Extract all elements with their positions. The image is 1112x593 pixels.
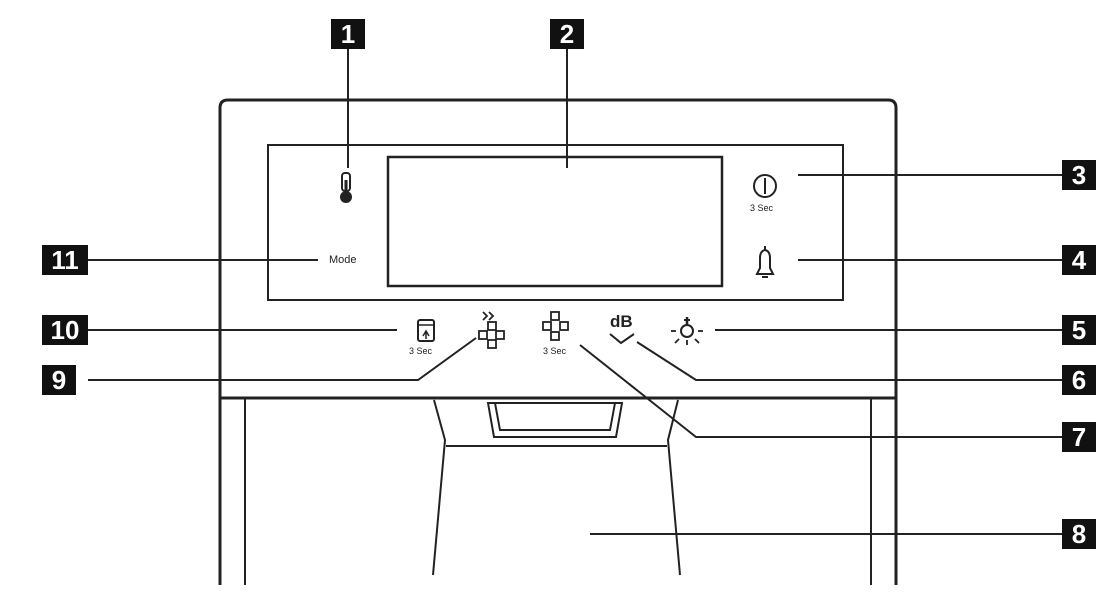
callout-5: 5 <box>1062 315 1096 345</box>
callout-leaders <box>88 48 1062 535</box>
callout-3: 3 <box>1062 160 1096 190</box>
child-lock-icon[interactable] <box>417 319 435 342</box>
callout-11: 11 <box>42 245 88 275</box>
decibel-icon[interactable] <box>609 333 635 345</box>
callout-1: 1 <box>331 19 365 49</box>
mode-label: Mode <box>329 254 357 266</box>
callout-7: 7 <box>1062 422 1096 452</box>
control-panel-frame <box>267 144 844 301</box>
light-bulb-icon[interactable] <box>671 317 703 345</box>
display-screen <box>386 155 724 288</box>
callout-6: 6 <box>1062 365 1096 395</box>
callout-2: 2 <box>550 19 584 49</box>
power-icon[interactable] <box>753 174 777 198</box>
callout-4: 4 <box>1062 245 1096 275</box>
bell-icon[interactable] <box>755 246 775 278</box>
decibel-label: dB <box>610 312 633 331</box>
callout-10: 10 <box>42 315 88 345</box>
fast-freeze-icon[interactable] <box>478 311 505 349</box>
dispenser-paddle <box>486 402 624 438</box>
dispenser-recess <box>432 399 681 576</box>
filter-hold-label: 3 Sec <box>543 346 567 356</box>
child-lock-hold-label: 3 Sec <box>409 346 433 356</box>
filter-icon[interactable] <box>542 311 569 341</box>
power-hold-label: 3 Sec <box>750 203 774 213</box>
callout-9: 9 <box>42 365 76 395</box>
thermometer-icon <box>340 172 352 203</box>
appliance-housing <box>218 98 898 585</box>
callout-8: 8 <box>1062 519 1096 549</box>
